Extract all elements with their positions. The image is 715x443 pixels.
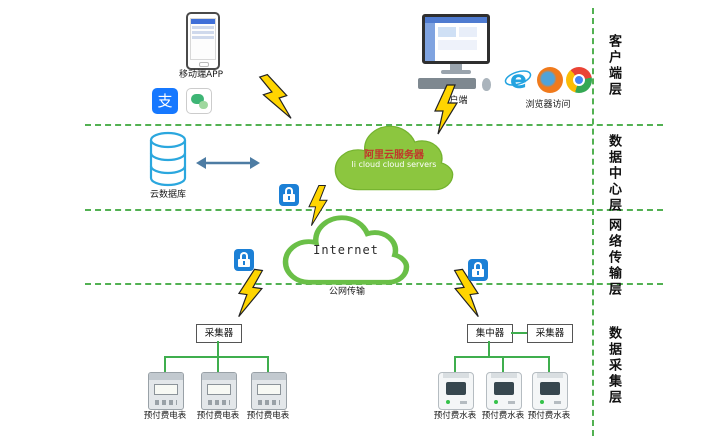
mouse [482,78,491,91]
layer-label-client: 客户端层 [606,34,621,98]
ali-cloud-title: 阿里云服务器 [364,150,424,161]
lock-icon [279,184,299,206]
layer-label-separator-line [592,8,594,436]
mobile-app-label: 移动端APP [178,70,223,80]
ali-cloud-subtitle: li cloud cloud servers [351,160,437,169]
chrome-core [573,74,585,86]
alipay-icon: 支 [152,88,178,114]
phone-home-button [199,62,209,67]
electric-meter-icon [251,372,287,410]
connector-line [267,356,269,372]
layer-label-network: 网络传输层 [606,218,621,298]
water-meter-label: 预付费水表 [481,411,525,421]
layer-label-collection: 数据采集层 [606,326,621,406]
concentrator-box: 集中器 [467,324,513,343]
lightning-bolt-icon [308,185,328,226]
water-meter-icon [532,372,568,410]
electric-meter-label: 预付费电表 [143,411,187,421]
lightning-bolt-icon [434,84,458,135]
connector-line [217,356,219,372]
layer-label-datacenter: 数据中心层 [606,134,621,214]
collector-box-right: 采集器 [527,324,573,343]
firefox-browser-icon [537,67,563,93]
monitor [422,14,490,64]
internet-cloud: Internet [280,213,412,287]
lightning-bolt-icon [258,73,292,119]
connector-line [488,341,490,356]
keyboard [418,78,476,89]
wechat-bubble-small [199,101,208,109]
wechat-icon [186,88,212,114]
electric-meter-label: 预付费电表 [196,411,240,421]
lock-icon [234,249,254,271]
phone-screen [190,18,216,60]
internet-label: Internet [313,243,379,257]
connector-line [511,332,527,334]
connector-line [217,341,219,356]
electric-meter-label: 预付费电表 [246,411,290,421]
bidirectional-arrow-icon [196,157,260,169]
connector-line [164,356,269,358]
ie-glyph: e [510,65,527,93]
ie-browser-icon: e [504,65,532,94]
water-meter-icon [438,372,474,410]
lightning-bolt-icon [453,268,480,318]
connector-line [164,356,166,372]
cloud-database-icon [149,131,187,187]
water-meter-label: 预付费水表 [527,411,571,421]
chrome-browser-icon [566,67,592,93]
connector-line [502,356,504,372]
connector-line [454,356,456,372]
water-meter-icon [486,372,522,410]
desktop-computer-icon [418,14,494,94]
wechat-bubble-large [191,94,204,104]
lock-icon [468,259,488,281]
electric-meter-icon [148,372,184,410]
water-meter-label: 预付费水表 [433,411,477,421]
collector-box-left: 采集器 [196,324,242,343]
green-cloud-icon [334,125,454,191]
electric-meter-icon [201,372,237,410]
mobile-phone-icon [186,12,220,70]
ali-cloud-server: 阿里云服务器 li cloud cloud servers [330,124,458,192]
layer-separator-line-2 [85,209,663,211]
connector-line [548,356,550,372]
internet-cloud-icon [282,215,410,285]
client-pc-label: 客户端 [440,96,468,106]
cloud-db-label: 云数据库 [149,190,186,200]
lightning-bolt-icon [237,268,264,318]
layer-separator-line-1 [85,124,663,126]
browser-access-label: 浏览器访问 [525,100,571,110]
public-network-label: 公网传输 [314,287,380,298]
